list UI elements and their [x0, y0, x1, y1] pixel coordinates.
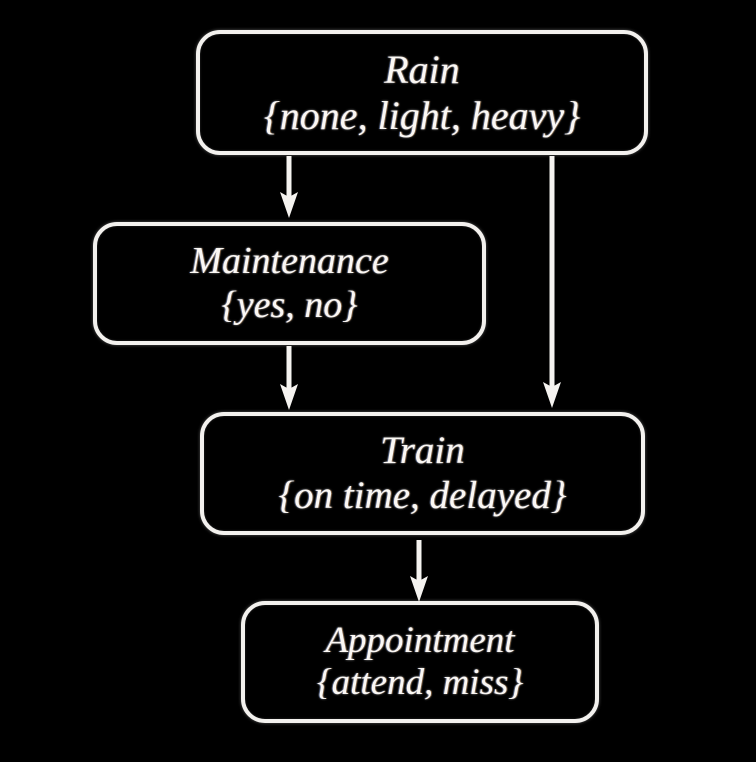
node-maintenance[interactable]: Maintenance {yes, no}	[93, 222, 486, 345]
edge-rain-to-maintenance	[268, 156, 310, 218]
edge-maintenance-to-train	[268, 346, 310, 410]
node-appointment-title: Appointment	[325, 619, 515, 661]
node-appointment-states: {attend, miss}	[316, 662, 524, 704]
node-appointment[interactable]: Appointment {attend, miss}	[241, 601, 599, 723]
node-maintenance-states: {yes, no}	[221, 283, 358, 326]
edge-train-to-appointment	[398, 540, 440, 602]
node-rain[interactable]: Rain {none, light, heavy}	[196, 30, 648, 155]
node-rain-states: {none, light, heavy}	[263, 92, 581, 138]
node-rain-title: Rain	[384, 47, 460, 93]
node-train[interactable]: Train {on time, delayed}	[200, 412, 645, 535]
node-maintenance-title: Maintenance	[190, 240, 389, 283]
edge-rain-to-train	[531, 156, 573, 408]
node-train-title: Train	[380, 429, 465, 473]
node-train-states: {on time, delayed}	[278, 473, 567, 517]
